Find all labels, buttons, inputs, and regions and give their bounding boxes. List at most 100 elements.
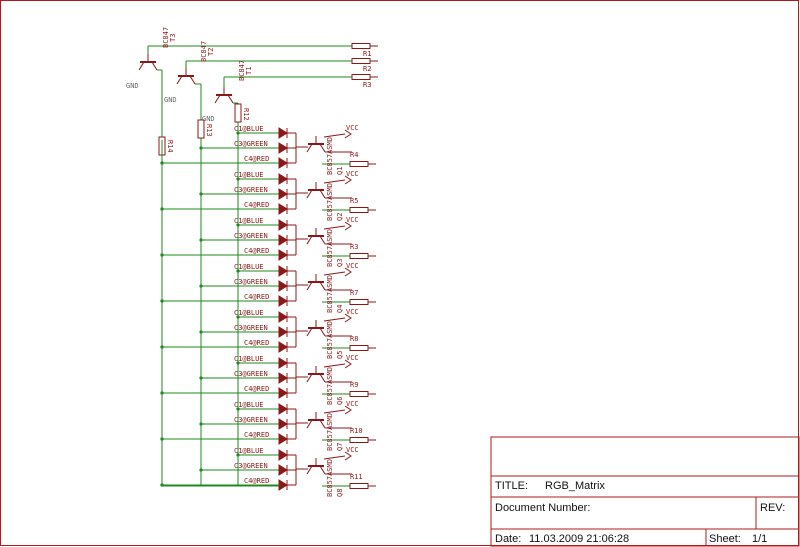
transistor-leg	[319, 327, 326, 337]
transistor-leg	[319, 143, 326, 153]
row-transistor-value-label: BC857ASMD	[326, 137, 334, 175]
transistor-leg	[306, 281, 313, 291]
row-supply-label: VCC	[346, 124, 359, 132]
led-channel-label: C4@RED	[244, 293, 269, 301]
led-channel-label: C4@RED	[244, 385, 269, 393]
transistor-leg	[306, 143, 313, 153]
resistor	[351, 58, 371, 64]
row-transistor-name-label: Q7	[336, 443, 344, 451]
resistor	[197, 119, 205, 139]
led-channel-label: C1@BLUE	[234, 401, 264, 409]
vcc-arrow	[344, 313, 352, 323]
row-transistor-name-label: Q6	[336, 397, 344, 405]
transistor-leg	[319, 419, 326, 429]
junction-dot	[199, 422, 203, 426]
row-transistor-value-label: BC857ASMD	[326, 275, 334, 313]
vcc-lead	[323, 133, 346, 138]
junction-dot	[199, 284, 203, 288]
led-channel-label: C3@GREEN	[234, 416, 268, 424]
driver-value-label: BC847	[162, 27, 170, 48]
vcc-arrow	[344, 175, 352, 185]
led-channel-label: C3@GREEN	[234, 232, 268, 240]
transistor-leg	[189, 75, 196, 85]
led-diode	[278, 326, 288, 338]
resistor	[351, 43, 371, 49]
row-resistor-label: R8	[350, 335, 358, 343]
junction-dot	[236, 131, 240, 135]
date-value: 11.03.2009 21:06:28	[529, 533, 629, 545]
row-supply-label: VCC	[346, 170, 359, 178]
led-channel-label: C1@BLUE	[234, 355, 264, 363]
vcc-arrow	[344, 267, 352, 277]
led-channel-label: C4@RED	[244, 339, 269, 347]
transistor-leg	[319, 189, 326, 199]
resistor	[349, 161, 369, 167]
led-channel-label: C4@RED	[244, 477, 269, 485]
led-channel-label: C1@BLUE	[234, 171, 264, 179]
led-diode	[278, 127, 288, 139]
junction-dot	[199, 376, 203, 380]
led-channel-label: C1@BLUE	[234, 217, 264, 225]
resistor	[349, 483, 369, 489]
row-transistor-name-label: Q3	[336, 259, 344, 267]
led-channel-label: C4@RED	[244, 431, 269, 439]
input-resistor-label: R3	[363, 81, 371, 89]
led-diode	[278, 157, 288, 169]
row-resistor-label: R7	[350, 289, 358, 297]
led-channel-label: C4@RED	[244, 201, 269, 209]
resistor	[349, 345, 369, 351]
transistor-leg	[138, 61, 145, 71]
row-transistor-value-label: BC857ASMD	[326, 413, 334, 451]
resistor	[349, 253, 369, 259]
led-channel-label: C3@GREEN	[234, 462, 268, 470]
transistor-leg	[176, 75, 183, 85]
led-diode	[278, 387, 288, 399]
row-transistor-name-label: Q1	[336, 167, 344, 175]
resistor	[349, 207, 369, 213]
driver-name-label: T2	[207, 48, 215, 56]
transistor-leg	[151, 61, 158, 71]
driver-value-label: BC847	[200, 41, 208, 62]
pullup-resistor-label: R12	[242, 108, 250, 121]
junction-dot	[199, 468, 203, 472]
led-diode	[278, 249, 288, 261]
led-diode	[278, 142, 288, 154]
row-transistor-name-label: Q5	[336, 351, 344, 359]
led-channel-label: C1@BLUE	[234, 125, 264, 133]
input-resistor-label: R2	[363, 65, 371, 73]
transistor-leg	[306, 373, 313, 383]
title-block-frame	[490, 436, 800, 547]
resistor	[349, 299, 369, 305]
led-diode	[278, 280, 288, 292]
led-diode	[278, 219, 288, 231]
led-channel-label: C3@GREEN	[234, 324, 268, 332]
resistor	[349, 391, 369, 397]
row-transistor-value-label: BC857ASMD	[326, 183, 334, 221]
row-resistor-label: R4	[350, 151, 358, 159]
led-diode	[278, 173, 288, 185]
led-diode	[278, 449, 288, 461]
led-channel-label: C1@BLUE	[234, 309, 264, 317]
row-resistor-label: R9	[350, 381, 358, 389]
input-resistor-label: R1	[363, 50, 371, 58]
date-label: Date:	[495, 533, 521, 545]
row-transistor-value-label: BC857ASMD	[326, 321, 334, 359]
title-label: TITLE:	[495, 480, 528, 492]
transistor-leg	[306, 419, 313, 429]
led-diode	[278, 188, 288, 200]
vcc-lead	[323, 225, 346, 230]
led-channel-label: C1@BLUE	[234, 263, 264, 271]
led-diode	[278, 479, 288, 491]
ground-label: GND	[202, 115, 215, 123]
led-diode	[278, 433, 288, 445]
row-supply-label: VCC	[346, 216, 359, 224]
row-supply-label: VCC	[346, 354, 359, 362]
led-diode	[278, 265, 288, 277]
led-diode	[278, 203, 288, 215]
vcc-lead	[323, 455, 346, 460]
vcc-lead	[323, 409, 346, 414]
transistor-leg	[306, 327, 313, 337]
led-diode	[278, 403, 288, 415]
